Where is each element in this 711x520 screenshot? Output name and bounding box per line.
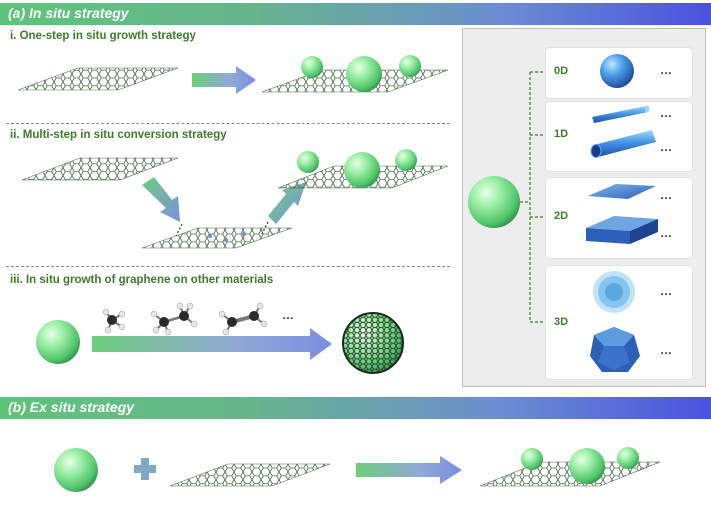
- panel-tree: [520, 71, 545, 323]
- step-iii-title: iii. In situ growth of graphene on other…: [10, 274, 274, 286]
- panel-sphere: [468, 176, 520, 228]
- row-ii-product: [277, 149, 449, 189]
- b-arrow: [356, 456, 462, 484]
- card-1d: [545, 101, 693, 172]
- 2d-sheet: [588, 184, 656, 199]
- ellipsis-3d-urchin: …: [660, 284, 673, 298]
- b-product: [479, 447, 661, 487]
- row-ii-down-arrow: [142, 177, 180, 222]
- ellipsis-1d-rod: …: [660, 106, 673, 120]
- section-a-title: (a) In situ strategy: [8, 5, 129, 21]
- row-i-product: [261, 55, 449, 93]
- 2d-slab: [586, 216, 658, 244]
- b-plus-icon: [134, 458, 156, 480]
- divider-2: [6, 266, 450, 267]
- row-iii-molecule-methane: [102, 308, 126, 334]
- label-0d: 0D: [554, 65, 569, 77]
- ellipsis-3d-polyhedron: …: [660, 343, 673, 357]
- row-i-graphene-sheet: [17, 67, 179, 91]
- label-1d: 1D: [554, 128, 569, 140]
- label-3d: 3D: [554, 316, 569, 328]
- b-sphere: [54, 448, 98, 492]
- step-i-title: i. One-step in situ growth strategy: [10, 30, 196, 42]
- row-ii-intermediate: [141, 221, 293, 249]
- 3d-urchin: [593, 271, 635, 313]
- label-2d: 2D: [554, 210, 569, 222]
- section-b-title: (b) Ex situ strategy: [8, 399, 135, 415]
- ellipsis-2d-slab: …: [660, 226, 673, 240]
- 1d-rod: [592, 105, 650, 123]
- 3d-polyhedron: [590, 327, 640, 372]
- row-i-arrow: [192, 66, 256, 94]
- row-iii-sphere: [36, 320, 80, 364]
- row-ii-graphene-sheet: [21, 157, 179, 181]
- row-iii-graphene-cage: [342, 312, 404, 374]
- divider-1: [6, 123, 450, 124]
- 1d-tube: [590, 130, 656, 158]
- ellipsis-0d: …: [660, 63, 673, 77]
- ellipsis-2d-sheet: …: [660, 188, 673, 202]
- row-iii-molecule-ethylene: [218, 302, 268, 336]
- ellipsis-1d-tube: …: [660, 140, 673, 154]
- row-ii-up-arrow: [268, 182, 306, 224]
- section-b-banner: (b) Ex situ strategy: [0, 397, 711, 419]
- row-iii-molecule-ethane: [150, 302, 198, 336]
- 0d-sphere: [600, 54, 634, 88]
- ellipsis-molecules: …: [282, 308, 295, 322]
- row-iii-arrow: [92, 328, 332, 360]
- step-ii-title: ii. Multi-step in situ conversion strate…: [10, 129, 227, 141]
- b-graphene-sheet: [169, 463, 331, 487]
- section-a-banner: (a) In situ strategy: [0, 3, 711, 25]
